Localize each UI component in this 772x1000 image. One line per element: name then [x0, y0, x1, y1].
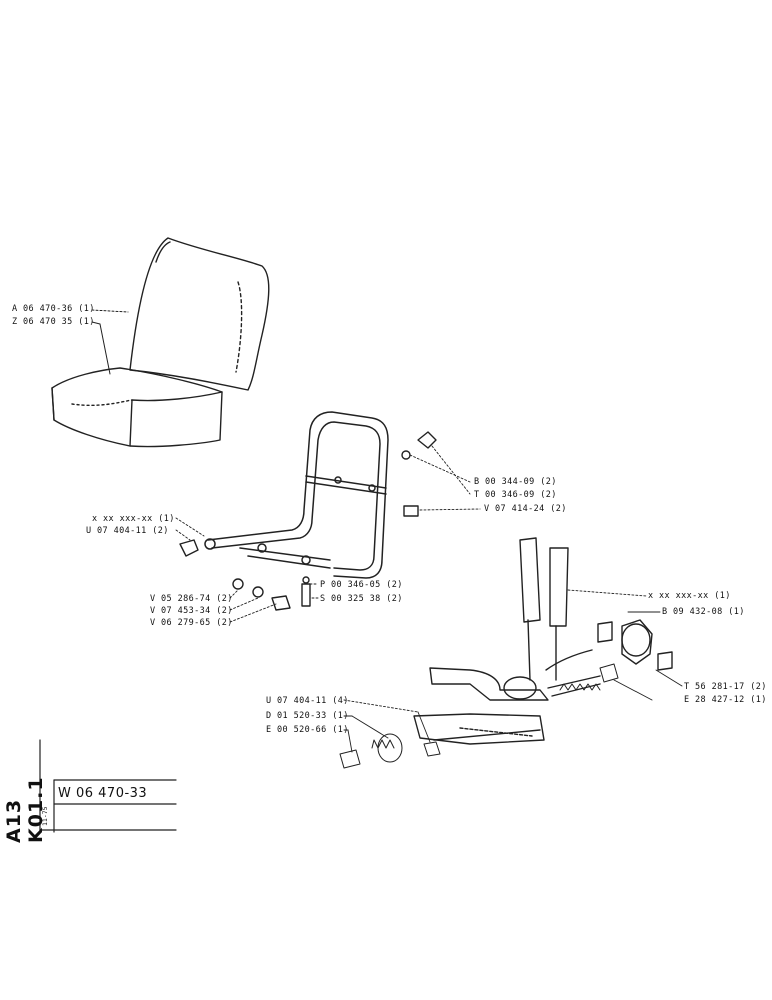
adjuster-housing	[597, 619, 673, 671]
sheet-date: 11-75	[41, 806, 49, 826]
part-label: V 05 286-74 (2)	[150, 594, 233, 604]
part-label: T 56 281-17 (2)	[684, 682, 767, 692]
part-label: Z 06 470 35 (1)	[12, 317, 95, 327]
part-label: x xx xxx-xx (1)	[648, 591, 731, 601]
part-label: T 00 346-09 (2)	[474, 490, 557, 500]
seat-cushion	[51, 367, 223, 448]
part-label: B 00 344-09 (2)	[474, 477, 557, 487]
part-label: B 09 432-08 (1)	[662, 607, 745, 617]
sheet-side-code: A13 K01.1	[3, 776, 47, 843]
suspension-column	[413, 537, 601, 745]
frame-small-parts	[179, 431, 437, 611]
part-label: S 00 325 38 (2)	[320, 594, 403, 604]
part-label: V 07 453-34 (2)	[150, 606, 233, 616]
springs	[339, 663, 619, 769]
part-label: V 07 414-24 (2)	[484, 504, 567, 514]
part-label: U 07 404-11 (4)	[266, 696, 349, 706]
part-label: A 06 470-36 (1)	[12, 304, 95, 314]
part-label: V 06 279-65 (2)	[150, 618, 233, 628]
drawing-number: W 06 470-33	[58, 786, 148, 801]
part-label: x xx xxx-xx (1)	[92, 514, 175, 524]
part-label: E 28 427-12 (1)	[684, 695, 767, 705]
seat-frame	[204, 411, 389, 579]
backrest-cushion	[129, 237, 270, 391]
part-label: E 00 520-66 (1)	[266, 725, 349, 735]
part-label: U 07 404-11 (2)	[86, 526, 169, 536]
title-block	[39, 739, 177, 833]
part-label: P 00 346-05 (2)	[320, 580, 403, 590]
part-label: D 01 520-33 (1)	[266, 711, 349, 721]
